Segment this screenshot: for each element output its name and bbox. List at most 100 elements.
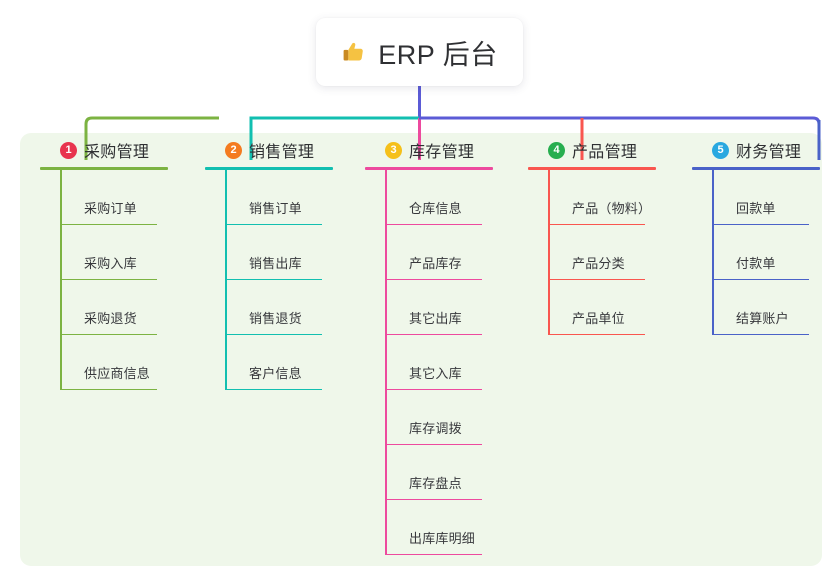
column-header-1[interactable]: 1 采购管理 [40,133,200,167]
leaf-item[interactable]: 产品单位 [548,280,688,335]
leaf-item-rule [548,333,645,335]
leaf-item-rule [225,278,322,280]
leaf-item-label: 出库库明细 [409,531,476,546]
leaf-item-rule [548,223,645,225]
thumbs-up-icon [341,39,367,65]
leaf-item[interactable]: 采购入库 [60,225,200,280]
leaf-item-label: 产品单位 [572,311,625,326]
leaf-item-rule [548,278,645,280]
column-badge-icon-3: 3 [385,141,402,159]
branch-spine-3 [385,170,387,555]
leaf-item-rule [712,278,809,280]
column-5: 5 财务管理回款单付款单结算账户 [692,133,839,335]
leaf-item[interactable]: 产品分类 [548,225,688,280]
leaf-item-label: 回款单 [736,201,776,216]
leaf-item-label: 销售订单 [249,201,302,216]
leaf-item-rule [385,278,482,280]
column-branch-2: 销售订单销售出库销售退货客户信息 [225,170,365,390]
column-2: 2 销售管理销售订单销售出库销售退货客户信息 [205,133,365,390]
column-title-2: 销售管理 [249,144,315,161]
leaf-item-rule [225,333,322,335]
leaf-item[interactable]: 销售出库 [225,225,365,280]
branch-spine-1 [60,170,62,390]
leaf-item[interactable]: 其它出库 [385,280,525,335]
leaf-item[interactable]: 回款单 [712,170,839,225]
leaf-item-rule [60,333,157,335]
leaf-item-rule [60,388,157,390]
leaf-item[interactable]: 出库库明细 [385,500,525,555]
leaf-item-label: 供应商信息 [84,366,151,381]
leaf-item[interactable]: 其它入库 [385,335,525,390]
column-branch-5: 回款单付款单结算账户 [712,170,839,335]
leaf-item[interactable]: 采购订单 [60,170,200,225]
leaf-item[interactable]: 采购退货 [60,280,200,335]
leaf-item-rule [385,553,482,555]
column-title-3: 库存管理 [409,144,475,161]
column-rule-3 [365,167,493,170]
leaf-item[interactable]: 结算账户 [712,280,839,335]
leaf-item[interactable]: 仓库信息 [385,170,525,225]
diagram-panel [20,133,822,566]
column-header-2[interactable]: 2 销售管理 [205,133,365,167]
column-badge-icon-4: 4 [548,141,565,159]
column-title-5: 财务管理 [736,144,802,161]
branch-spine-2 [225,170,227,390]
leaf-item-rule [60,278,157,280]
column-rule-1 [40,167,168,170]
branch-spine-5 [712,170,714,335]
branch-spine-4 [548,170,550,335]
leaf-item[interactable]: 库存盘点 [385,445,525,500]
leaf-item[interactable]: 销售退货 [225,280,365,335]
column-rule-4 [528,167,656,170]
column-title-1: 采购管理 [84,144,150,161]
root-node-card[interactable]: ERP 后台 [316,18,523,86]
leaf-item[interactable]: 付款单 [712,225,839,280]
leaf-item-rule [385,388,482,390]
leaf-item-label: 采购入库 [84,256,137,271]
column-1: 1 采购管理采购订单采购入库采购退货供应商信息 [40,133,200,390]
leaf-item[interactable]: 供应商信息 [60,335,200,390]
leaf-item-label: 其它出库 [409,311,462,326]
leaf-item-label: 客户信息 [249,366,302,381]
leaf-item-rule [225,388,322,390]
leaf-item-rule [385,223,482,225]
root-node-title: ERP 后台 [378,39,498,70]
column-container: 1 采购管理采购订单采购入库采购退货供应商信息 2 销售管理销售订单销售出库销售退货客… [20,133,822,566]
leaf-item-label: 库存盘点 [409,476,462,491]
column-header-3[interactable]: 3 库存管理 [365,133,525,167]
column-rule-5 [692,167,820,170]
leaf-item-rule [712,223,809,225]
leaf-item-label: 库存调拨 [409,421,462,436]
leaf-item-label: 产品（物料） [572,201,652,216]
leaf-item-label: 付款单 [736,256,776,271]
leaf-item-rule [712,333,809,335]
column-branch-3: 仓库信息产品库存其它出库其它入库库存调拨库存盘点出库库明细 [385,170,525,555]
column-badge-icon-5: 5 [712,141,729,159]
leaf-item-rule [385,498,482,500]
leaf-item-label: 结算账户 [736,311,789,326]
leaf-item-label: 销售退货 [249,311,302,326]
column-title-4: 产品管理 [572,144,638,161]
leaf-item-rule [225,223,322,225]
leaf-item-label: 产品库存 [409,256,462,271]
leaf-item-rule [60,223,157,225]
leaf-item-label: 采购退货 [84,311,137,326]
leaf-item-label: 其它入库 [409,366,462,381]
leaf-item[interactable]: 产品（物料） [548,170,688,225]
leaf-item[interactable]: 库存调拨 [385,390,525,445]
leaf-item-label: 采购订单 [84,201,137,216]
leaf-item[interactable]: 客户信息 [225,335,365,390]
column-rule-2 [205,167,333,170]
leaf-item-label: 销售出库 [249,256,302,271]
column-header-5[interactable]: 5 财务管理 [692,133,839,167]
column-badge-icon-1: 1 [60,141,77,159]
column-4: 4 产品管理产品（物料） 产品分类产品单位 [528,133,688,335]
column-badge-icon-2: 2 [225,141,242,159]
column-3: 3 库存管理仓库信息产品库存其它出库其它入库库存调拨库存盘点出库库明细 [365,133,525,555]
column-branch-1: 采购订单采购入库采购退货供应商信息 [60,170,200,390]
leaf-item[interactable]: 产品库存 [385,225,525,280]
leaf-item-rule [385,333,482,335]
column-header-4[interactable]: 4 产品管理 [528,133,688,167]
leaf-item[interactable]: 销售订单 [225,170,365,225]
